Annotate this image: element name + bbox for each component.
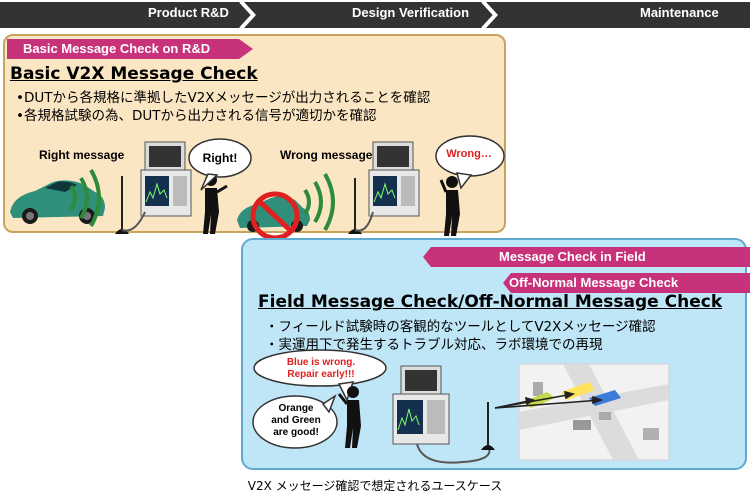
antenna-field-icon: [481, 402, 495, 450]
basic-heading: Basic V2X Message Check: [10, 64, 258, 84]
basic-tag-background: [7, 39, 253, 59]
bubble-wrong-text: Wrong…: [446, 148, 492, 160]
signal-arrows-icon: [494, 390, 604, 409]
bubble-wrong-icon: [435, 135, 505, 190]
bubble-orange-green-icon: [252, 394, 338, 449]
phase-product-rd: Product R&D: [148, 5, 229, 20]
basic-bullet-2: •各規格試験の為、DUTから出力される信号が適切かを確認: [16, 108, 377, 124]
field-check-panel: Message Check in Field Off-Normal Messag…: [241, 238, 750, 470]
signal-analyzer-field-icon: [392, 365, 450, 445]
field-scene-illustration: [252, 349, 670, 464]
antenna-wrong-icon: [348, 178, 374, 234]
bubble-blue-wrong-icon: [253, 349, 387, 402]
bubble-orange-line-1: Orange: [278, 403, 314, 414]
field-tag-message-check: Message Check in Field: [499, 249, 646, 264]
phase-maintenance: Maintenance: [640, 5, 719, 20]
wrong-message-label: Wrong message: [280, 148, 373, 162]
bubble-orange-line-2: and Green: [271, 415, 321, 426]
bubble-orange-text: Orange and Green are good!: [257, 403, 335, 439]
right-message-label: Right message: [39, 148, 125, 162]
basic-scene-illustration: [10, 135, 505, 241]
phase-arrow-bar: [0, 1, 750, 29]
basic-check-panel: Basic Message Check on R&D Basic V2X Mes…: [3, 34, 506, 241]
bubble-blue-line-1: Blue is wrong.: [286, 357, 356, 368]
field-bullet-2: ・実運用下で発生するトラブル対応、ラボ環境での再現: [265, 337, 603, 353]
figure-caption: V2X メッセージ確認で想定されるユースケース: [247, 479, 503, 493]
field-tag-off-normal: Off-Normal Message Check: [509, 275, 679, 290]
signal-analyzer-right-icon: [140, 141, 192, 217]
basic-bullet-1: •DUTから各規格に準拠したV2Xメッセージが出力されることを確認: [16, 90, 431, 106]
bubble-blue-text: Blue is wrong. Repair early!!!: [260, 357, 382, 381]
bubble-blue-line-2: Repair early!!!: [287, 369, 355, 380]
person-wrong-icon: [439, 176, 460, 236]
field-tags-background: [423, 247, 750, 293]
bubble-orange-line-3: are good!: [273, 427, 319, 438]
car-right-icon: [10, 180, 105, 224]
basic-tag: Basic Message Check on R&D: [23, 41, 211, 56]
phase-design-verification: Design Verification: [352, 5, 470, 20]
bubble-right-icon: [188, 138, 252, 191]
field-heading: Field Message Check/Off-Normal Message C…: [258, 292, 723, 312]
intersection-map-icon: [518, 363, 670, 461]
bubble-right-text: Right!: [202, 151, 238, 165]
signal-waves-wrong-icon: [303, 173, 335, 231]
antenna-right-icon: [115, 176, 146, 234]
person-field-icon: [337, 386, 361, 448]
field-bullet-1: ・フィールド試験時の客観的なツールとしてV2Xメッセージ確認: [265, 319, 656, 335]
signal-analyzer-wrong-icon: [368, 141, 420, 217]
signal-waves-right-icon: [69, 169, 101, 227]
